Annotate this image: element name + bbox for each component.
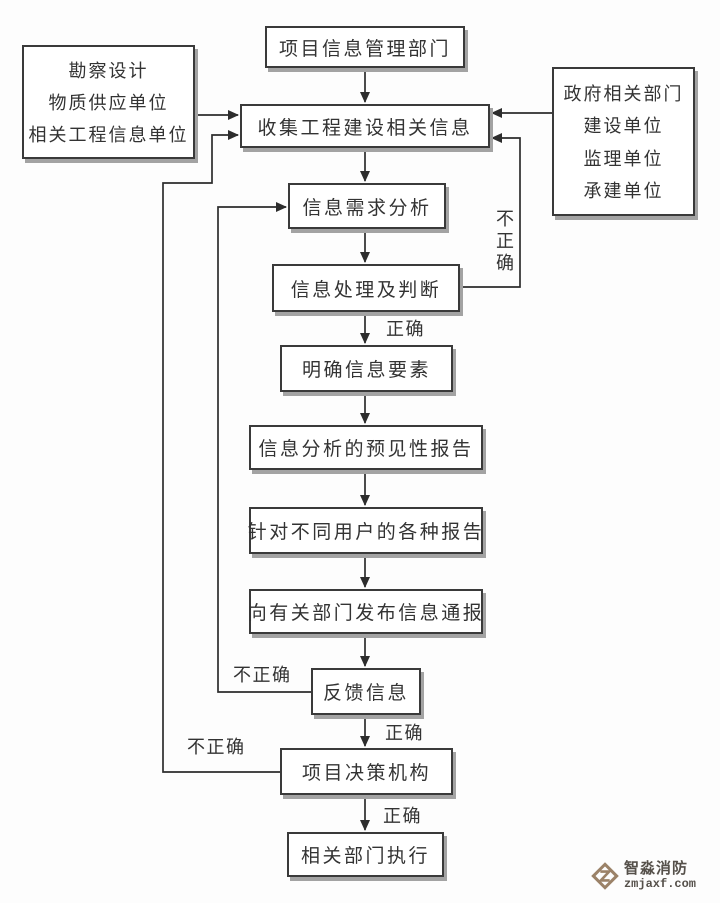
node-execute: 相关部门执行 (287, 832, 444, 877)
node-label: 反馈信息 (322, 683, 409, 704)
node-label: 针对不同用户的各种报告 (247, 522, 485, 543)
node-process-judge: 信息处理及判断 (272, 264, 460, 312)
node-label: 相关部门执行 (300, 846, 430, 867)
node-label: 信息处理及判断 (290, 279, 442, 301)
node-left-sources: 勘察设计 物质供应单位 相关工程信息单位 (22, 45, 195, 159)
node-label: 明确信息要素 (301, 360, 431, 381)
node-label: 项目信息管理部门 (278, 38, 451, 60)
edge-feedback-incorrect-to-demand (217, 202, 311, 693)
label-correct-after-decision: 正确 (383, 806, 422, 826)
brand-url: zmjaxf.com (623, 876, 696, 891)
node-right-sources: 政府相关部门 建设单位 监理单位 承建单位 (552, 67, 695, 216)
node-label: 信息分析的预见性报告 (258, 439, 474, 460)
label-incorrect-feedback-loop: 不正确 (233, 665, 292, 685)
node-collect-info: 收集工程建设相关信息 (240, 104, 490, 148)
node-label: 物质供应单位 (48, 93, 169, 113)
brand-text-block: 智淼消防 zmjaxf.com (624, 861, 696, 891)
brand-logo-icon (591, 862, 619, 890)
brand-name: 智淼消防 (623, 860, 688, 878)
node-label: 收集工程建设相关信息 (257, 117, 473, 139)
node-label: 建设单位 (583, 116, 664, 137)
node-predictive-report: 信息分析的预见性报告 (249, 425, 483, 470)
watermark: 智淼消防 zmjaxf.com (591, 861, 696, 891)
node-label: 政府相关部门 (563, 83, 684, 104)
node-label: 监理单位 (583, 148, 664, 169)
node-user-reports: 针对不同用户的各种报告 (247, 507, 485, 554)
node-decision-body: 项目决策机构 (280, 748, 453, 795)
label-correct-after-process: 正确 (386, 319, 425, 339)
node-feedback: 反馈信息 (311, 668, 421, 715)
node-label: 承建单位 (583, 181, 664, 202)
node-label: 勘察设计 (68, 61, 149, 81)
node-clarify-elements: 明确信息要素 (280, 345, 453, 392)
node-label: 信息需求分析 (302, 197, 432, 219)
node-label: 向有关部门发布信息通报 (247, 603, 485, 624)
label-correct-after-feedback: 正确 (385, 723, 424, 743)
node-info-management-dept: 项目信息管理部门 (265, 26, 465, 68)
edge-decision-incorrect-to-collect (162, 130, 280, 773)
node-demand-analysis: 信息需求分析 (288, 183, 446, 229)
label-incorrect-process-loop: 不正确 (494, 209, 514, 275)
node-publish-notice: 向有关部门发布信息通报 (247, 589, 485, 634)
edge-process-incorrect-to-collect (460, 133, 521, 288)
label-incorrect-decision-loop: 不正确 (187, 737, 246, 757)
node-label: 相关工程信息单位 (28, 125, 189, 145)
node-label: 项目决策机构 (301, 763, 431, 784)
